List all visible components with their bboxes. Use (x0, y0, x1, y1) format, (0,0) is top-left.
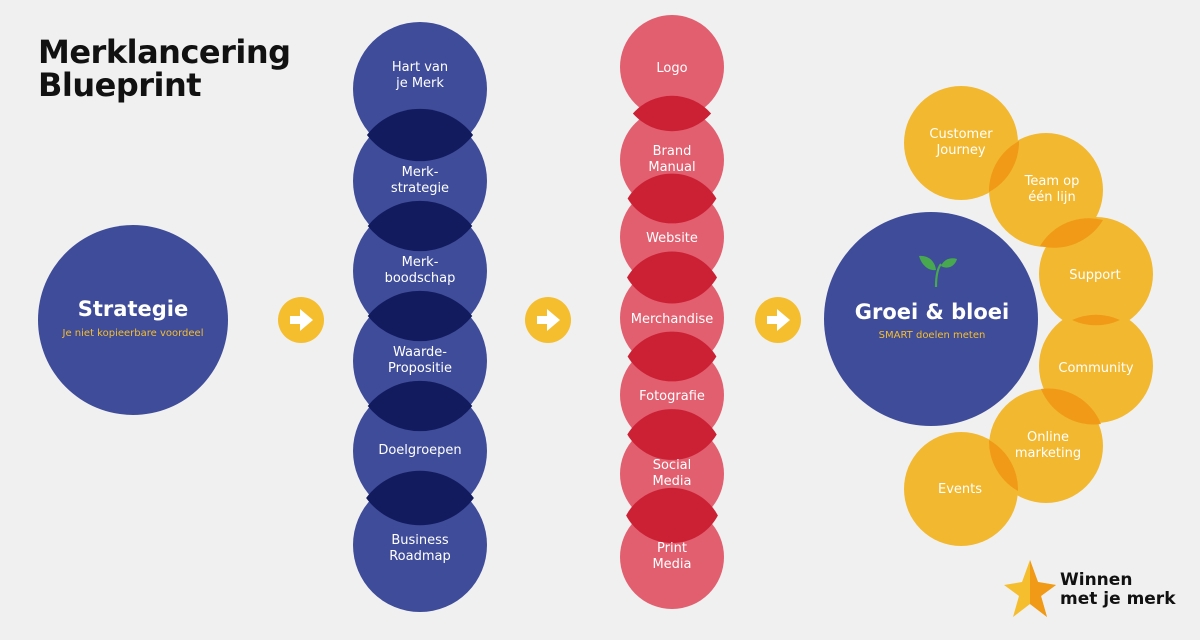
col1-overlap (366, 108, 474, 162)
col2-overlap (627, 331, 717, 382)
orbit-overlap (1041, 388, 1101, 425)
brand-logo: Winnen met je merk (1060, 571, 1176, 609)
col2-overlap (632, 95, 712, 132)
col2-circle (620, 15, 724, 119)
sprout-icon (919, 255, 957, 288)
logo-line-1: Winnen (1060, 570, 1133, 590)
growth-subtitle: SMART doelen meten (879, 330, 986, 341)
growth-circle (824, 212, 1038, 426)
orbit-overlap (988, 440, 1019, 491)
col2-label: Website (646, 231, 698, 246)
orbit-circle (989, 133, 1103, 247)
orbit-overlap (988, 141, 1020, 192)
page-title: Merklancering Blueprint (38, 36, 291, 102)
orbit-label: Support (1069, 268, 1120, 283)
strategy-subtitle: Je niet kopieerbare voordeel (62, 328, 204, 339)
col2-label: Logo (656, 61, 687, 76)
col2-label: Fotografie (639, 389, 705, 404)
orbit-overlap (1040, 218, 1103, 248)
col1-label: Merk-boodschap (385, 255, 456, 286)
title-line-2: Blueprint (38, 66, 202, 104)
col1-label: Doelgroepen (378, 443, 461, 458)
col2-overlap (627, 173, 717, 224)
logo-line-2: met je merk (1060, 589, 1176, 609)
col1-overlap (366, 470, 474, 526)
orbit-label: Community (1058, 361, 1134, 376)
title-line-1: Merklancering (38, 33, 291, 71)
col2-overlap (626, 487, 718, 544)
growth-title: Groei & bloei (855, 300, 1010, 324)
orbit-circle (904, 432, 1018, 546)
arrow-icon-2 (525, 297, 571, 343)
arrow-icon-3 (755, 297, 801, 343)
growth-node: Groei & bloei SMART doelen meten (824, 212, 1038, 426)
orbit-label: Events (938, 482, 982, 497)
orbit-overlap (1072, 314, 1120, 326)
strategy-node: Strategie Je niet kopieerbare voordeel (38, 225, 228, 415)
orbit-circle (904, 86, 1018, 200)
col2-overlap (627, 251, 717, 304)
arrow-icon-1 (278, 297, 324, 343)
strategy-title: Strategie (78, 297, 188, 321)
strategy-circle (38, 225, 228, 415)
col1-label: Merk-strategie (391, 165, 449, 196)
col1-label: Waarde-Propositie (388, 345, 452, 376)
col2-label: Merchandise (631, 312, 714, 327)
col1-overlap (367, 380, 473, 432)
col1-overlap (367, 200, 473, 252)
col1-overlap (367, 290, 473, 342)
col2-overlap (627, 409, 717, 460)
star-icon (1004, 560, 1056, 617)
